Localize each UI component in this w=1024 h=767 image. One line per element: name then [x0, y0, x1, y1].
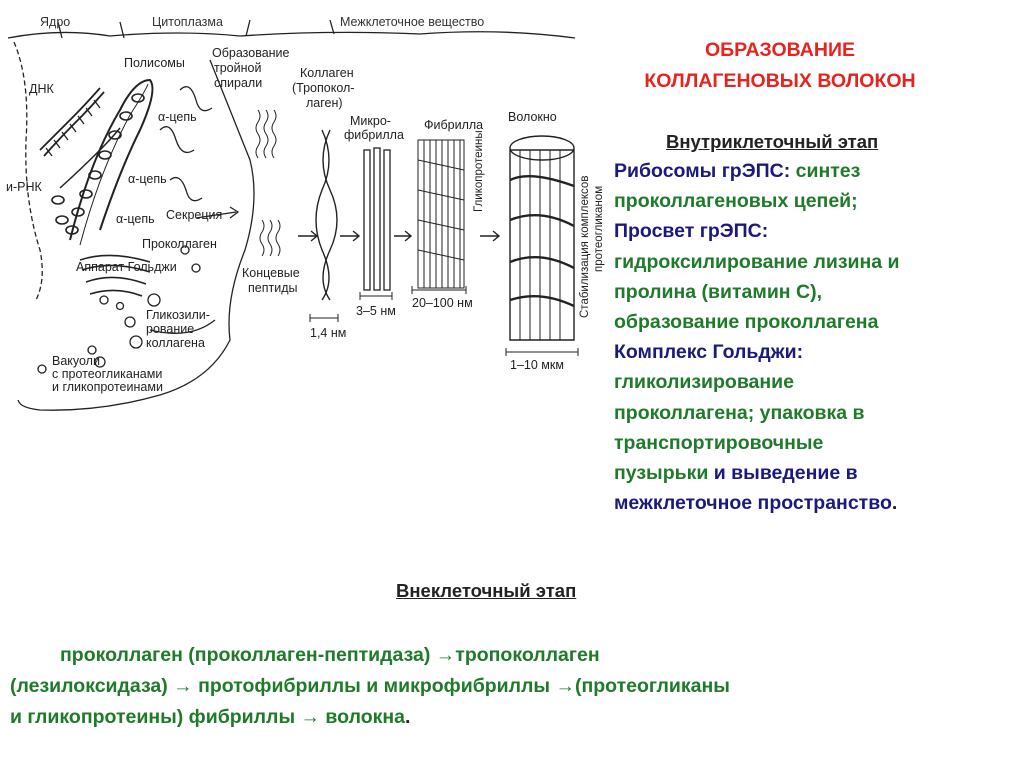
title-line-1: ОБРАЗОВАНИЕ [705, 39, 855, 61]
cell-membrane [17, 59, 255, 411]
label-end-peptides-1: Концевые [242, 266, 300, 280]
label-collagen-2: (Тропокол- [292, 81, 355, 95]
label-mrna: и-РНК [6, 180, 42, 194]
dna-helix [39, 87, 101, 151]
nucleus-envelope [13, 41, 43, 301]
intracellular-text: Рибосомы грЭПС: синтез проколлагеновых ц… [614, 156, 900, 518]
diagram-drawing [7, 19, 579, 411]
vesicles-text: пузырьки [614, 462, 709, 485]
extracellular-heading: Внеклеточный этап [396, 580, 577, 601]
glycosylation-text: гликолизирование [614, 371, 795, 394]
tropocollagen [315, 129, 330, 301]
secretion-arrow [195, 206, 240, 219]
label-alpha-chain-2: α-цепь [128, 172, 167, 186]
label-collagen-1: Коллаген [300, 66, 354, 80]
fiber [509, 135, 575, 341]
label-alpha-chain-3: α-цепь [116, 212, 155, 226]
label-glyco-1: Гликозили- [146, 308, 210, 322]
label-vacuoles-1: Вакуоли [52, 354, 100, 368]
label-end-peptides-2: пептиды [248, 281, 298, 295]
header-bracket [7, 31, 576, 39]
label-triple-helix-1: Образование [212, 46, 290, 60]
transport-text: транспортировочные [614, 431, 824, 454]
label-triple-helix-2: тройной [214, 61, 262, 75]
label-stabilization-2: протеогликаном [593, 185, 605, 272]
dimension-markers [309, 286, 579, 356]
label-dna: ДНК [29, 82, 54, 96]
synthesis-text: синтез [790, 160, 861, 182]
title-line-2: КОЛЛАГЕНОВЫХ ВОЛОКОН [644, 70, 916, 92]
slide-title: ОБРАЗОВАНИЕ КОЛЛАГЕНОВЫХ ВОЛОКОН [620, 35, 940, 97]
label-dim-3: 20–100 нм [412, 296, 473, 310]
label-vacuoles-2: с протеогликанами [52, 367, 163, 381]
label-collagen-3: лаген) [306, 96, 343, 110]
extracellular-space-text: межклеточное пространство [614, 492, 892, 515]
label-glycoproteins: Гликопротеины [473, 130, 485, 212]
label-dim-4: 1–10 мкм [510, 358, 564, 372]
label-vacuoles-3: и гликопротеинами [52, 380, 163, 394]
mrna-strand [59, 127, 121, 189]
extracellular-line-1: проколлаген (проколлаген-пептидаза) →тро… [60, 644, 600, 666]
header-nucleus: Ядро [40, 15, 71, 29]
label-dim-2: 3–5 нм [356, 304, 396, 318]
label-stabilization-1: Стабилизация комплексов [579, 175, 591, 318]
secretion-text: и выведение в [708, 462, 858, 485]
endoplasmic-reticulum [69, 78, 154, 241]
header-cytoplasm: Цитоплазма [152, 15, 223, 29]
label-microfibril-2: фибрилла [344, 128, 404, 142]
ribosomes-label: Рибосомы грЭПС: [614, 160, 791, 182]
golgi-apparatus [79, 254, 151, 297]
ribosomes [51, 93, 145, 235]
collagen-synthesis-diagram: Ядро Цитоплазма Межклеточное вещество ДН… [0, 0, 605, 420]
procollagen-formation-text: образование проколлагена [614, 311, 879, 334]
label-fiber: Волокно [508, 110, 557, 124]
procollagen-chains-text: проколлагеновых цепей; [614, 190, 858, 213]
extracellular-text: проколлаген (проколлаген-пептидаза) →тро… [10, 640, 730, 733]
stage-arrows [298, 230, 501, 242]
label-microfibril-1: Микро- [350, 114, 391, 128]
label-procollagen: Проколлаген [142, 237, 217, 251]
intra-period: . [891, 492, 898, 515]
label-glyco-2: рование [146, 322, 195, 336]
label-fibril: Фибрилла [424, 118, 484, 132]
microfibril [363, 147, 391, 291]
er-lumen-label: Просвет грЭПС: [614, 220, 769, 243]
proline-text: пролина (витамин С), [614, 280, 822, 303]
label-golgi: Аппарат Гольджи [76, 260, 177, 274]
header-matrix: Межклеточное вещество [340, 15, 485, 29]
label-triple-helix-3: спирали [214, 76, 263, 90]
intracellular-heading: Внутриклеточный этап [666, 131, 879, 152]
triple-helix-molecules [255, 109, 281, 257]
label-alpha-chain-1: α-цепь [158, 110, 197, 124]
hydroxylation-text: гидроксилирование лизина и [614, 250, 900, 273]
label-dim-1: 1,4 нм [310, 326, 347, 340]
extra-period: . [405, 706, 411, 728]
label-polysomes: Полисомы [124, 56, 185, 70]
extracellular-line-2: (лезилоксидаза) → протофибриллы и микроф… [10, 675, 730, 697]
label-glyco-3: коллагена [146, 336, 205, 350]
golgi-label: Комплекс Гольджи: [614, 341, 804, 364]
extracellular-line-3: и гликопротеины) фибриллы → волокна [10, 706, 406, 728]
packing-text: проколлагена; упаковка в [614, 401, 865, 424]
secretory-vesicles [37, 245, 201, 374]
label-secretion: Секреция [166, 208, 223, 222]
fibril [417, 139, 465, 289]
